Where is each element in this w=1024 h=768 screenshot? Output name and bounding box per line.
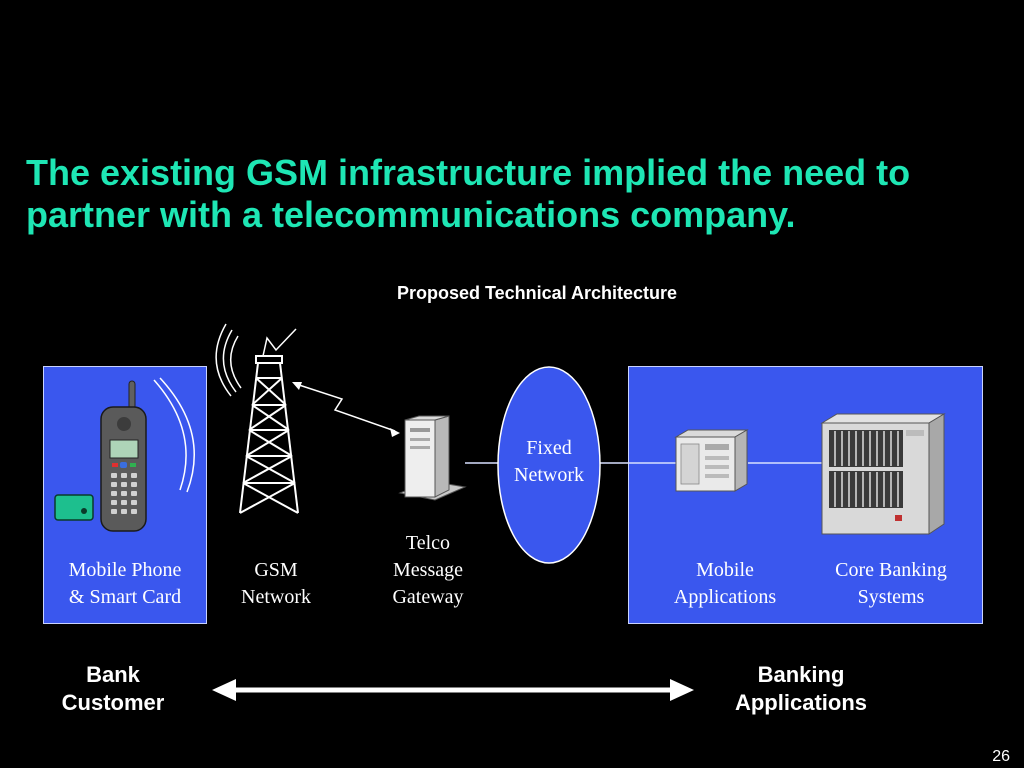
mobile-phone-label: Mobile Phone & Smart Card xyxy=(68,559,182,608)
gateway-server-icon xyxy=(398,415,467,501)
title-line-1: The existing GSM infrastructure implied … xyxy=(26,152,911,193)
mainframe-icon xyxy=(820,413,946,535)
gsm-network-label: GSM Network xyxy=(241,559,311,608)
bank-customer-label: Bank Customer xyxy=(61,662,165,715)
fixed-network-label: Fixed Network xyxy=(514,437,584,486)
fixed-network-ellipse xyxy=(497,366,601,564)
gsm-tower-icon xyxy=(215,323,299,514)
application-server-icon xyxy=(674,429,749,492)
diagram-subtitle: Proposed Technical Architecture xyxy=(396,283,678,303)
core-banking-label: Core Banking Systems xyxy=(835,559,947,608)
page-number: 26 xyxy=(992,748,1010,765)
mobile-phone-icon xyxy=(100,380,147,532)
smart-card-icon xyxy=(54,494,94,521)
wireless-link-icon xyxy=(292,382,400,437)
slide-title: The existing GSM infrastructure implied … xyxy=(26,152,1016,236)
customer-to-applications-arrow xyxy=(212,679,694,701)
phone-signal-waves xyxy=(153,377,195,493)
banking-applications-label: Banking Applications xyxy=(734,662,867,715)
mobile-applications-label: Mobile Applications xyxy=(673,559,777,608)
tower-lightning-icon xyxy=(262,328,297,357)
telco-gateway-label: Telco Message Gateway xyxy=(392,532,464,608)
title-line-2: partner with a telecommunications compan… xyxy=(26,194,796,235)
